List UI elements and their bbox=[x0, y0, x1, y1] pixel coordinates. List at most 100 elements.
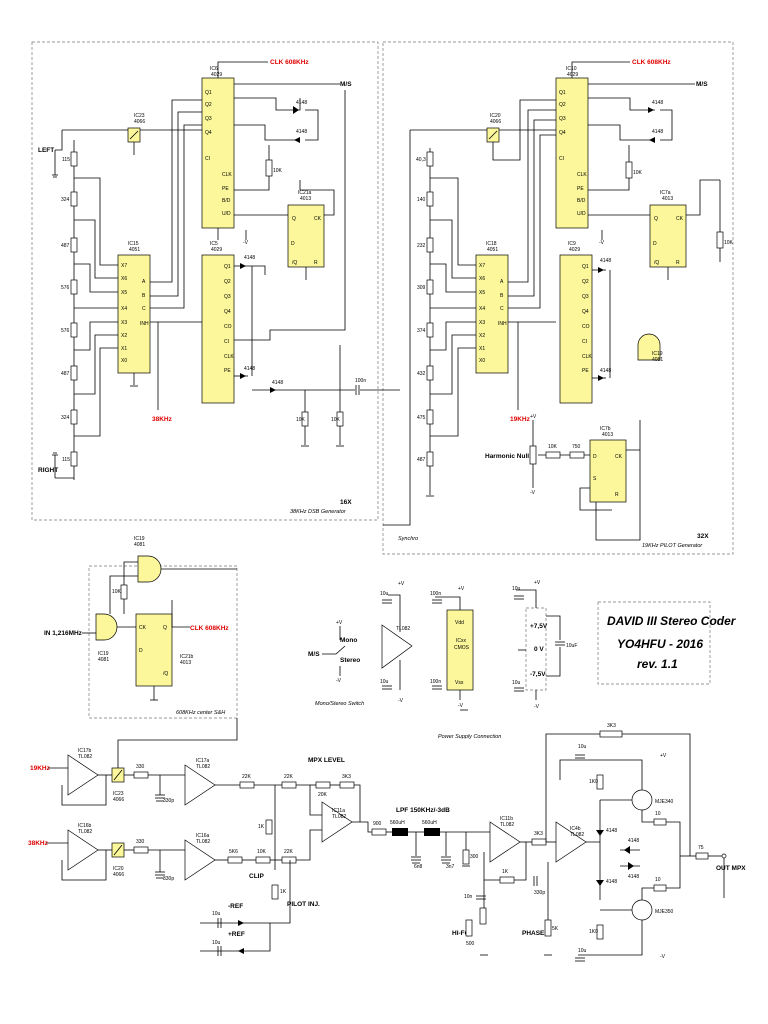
q-mje340 bbox=[631, 789, 653, 811]
svg-text:4029: 4029 bbox=[567, 72, 578, 78]
svg-text:4148: 4148 bbox=[272, 380, 283, 386]
svg-text:X4: X4 bbox=[121, 306, 127, 312]
svg-text:X3: X3 bbox=[479, 320, 485, 326]
pilot-subtitle: 19KHz PILOT Generator bbox=[642, 543, 703, 549]
plus-ref-label: +REF bbox=[228, 931, 245, 938]
grounds bbox=[130, 385, 552, 956]
svg-text:D: D bbox=[653, 241, 657, 247]
svg-text:X2: X2 bbox=[479, 333, 485, 339]
mono-stereo-label: Mono/Stereo Switch bbox=[315, 701, 364, 707]
ic6-pins: Q1 Q2 Q3 Q4 CI CLK PE B/D U/D bbox=[205, 90, 232, 217]
ladder-right: 40,3 140 232 309 374 432 475 487 bbox=[416, 148, 434, 495]
svg-text:X4: X4 bbox=[479, 306, 485, 312]
svg-text:487: 487 bbox=[417, 457, 426, 463]
svg-text:CI: CI bbox=[559, 156, 564, 162]
svg-text:X0: X0 bbox=[479, 358, 485, 364]
svg-text:560uH: 560uH bbox=[390, 820, 405, 826]
svg-text:4081: 4081 bbox=[652, 357, 663, 363]
lpf-label: LPF 150KHz/-3dB bbox=[396, 807, 450, 814]
ic11a-opamp bbox=[321, 801, 353, 843]
svg-text:100n: 100n bbox=[430, 591, 441, 597]
svg-text:487: 487 bbox=[61, 371, 70, 377]
ic16a-opamp bbox=[184, 839, 216, 881]
svg-text:10: 10 bbox=[655, 877, 661, 883]
ic21a-chip bbox=[287, 204, 325, 268]
ic18-pins: X7 X6 X5 X4 X3 X2 X1 X0 A B C INH bbox=[479, 263, 507, 364]
svg-text:+V: +V bbox=[398, 581, 405, 587]
svg-text:IC23: IC23 bbox=[134, 113, 145, 119]
pilot-title: 32X bbox=[697, 533, 709, 540]
svg-text:576: 576 bbox=[61, 328, 70, 334]
svg-text:-7,5V: -7,5V bbox=[530, 671, 546, 678]
ms-in-label: M/S bbox=[308, 651, 320, 658]
svg-text:IC20: IC20 bbox=[113, 866, 124, 872]
svg-text:22K: 22K bbox=[284, 849, 294, 855]
svg-text:CI: CI bbox=[224, 339, 229, 345]
svg-text:IC10: IC10 bbox=[566, 66, 577, 72]
svg-text:100n: 100n bbox=[430, 679, 441, 685]
ic7b-chip bbox=[589, 439, 627, 503]
dsb-subtitle: 38KHz DSB Generator bbox=[290, 509, 347, 515]
ic10-pins: Q1 Q2 Q3 Q4 CI CLK PE B/D U/D bbox=[559, 90, 587, 217]
svg-text:D: D bbox=[291, 241, 295, 247]
svg-text:324: 324 bbox=[61, 197, 70, 203]
svg-text:4148: 4148 bbox=[296, 100, 307, 106]
ic21b-pins: D CK Q /Q bbox=[139, 625, 168, 677]
synchro-label: Synchro bbox=[398, 536, 418, 542]
svg-text:IC17b: IC17b bbox=[78, 748, 92, 754]
ic17b-opamp bbox=[67, 754, 99, 796]
svg-text:R: R bbox=[615, 492, 619, 498]
svg-text:Q2: Q2 bbox=[205, 102, 212, 108]
svg-text:10u: 10u bbox=[512, 586, 521, 592]
svg-text:487: 487 bbox=[61, 243, 70, 249]
svg-text:10uF: 10uF bbox=[566, 643, 577, 649]
pilot-block-frame bbox=[382, 41, 734, 555]
svg-text:/Q: /Q bbox=[654, 260, 659, 266]
svg-text:Vdd: Vdd bbox=[455, 620, 464, 626]
svg-text:Q: Q bbox=[654, 216, 658, 222]
ic6-name: IC6 bbox=[210, 66, 218, 72]
svg-text:10K: 10K bbox=[296, 417, 306, 423]
clk-608-label-3: CLK 608KHz bbox=[190, 625, 229, 632]
svg-text:+V: +V bbox=[534, 580, 541, 586]
svg-text:4148: 4148 bbox=[606, 828, 617, 834]
svg-text:D: D bbox=[593, 454, 597, 460]
svg-text:330: 330 bbox=[136, 839, 145, 845]
svg-text:X2: X2 bbox=[121, 333, 127, 339]
svg-text:X6: X6 bbox=[121, 276, 127, 282]
svg-text:A: A bbox=[142, 279, 146, 285]
svg-text:4148: 4148 bbox=[652, 129, 663, 135]
svg-text:D: D bbox=[139, 648, 143, 654]
svg-text:CK: CK bbox=[676, 216, 684, 222]
title-box bbox=[597, 601, 711, 685]
title-line-3: rev. 1.1 bbox=[637, 657, 678, 671]
svg-text:ICxx: ICxx bbox=[456, 638, 467, 644]
minus-ref-label: -REF bbox=[228, 903, 243, 910]
svg-text:X5: X5 bbox=[121, 290, 127, 296]
stereo-label: Stereo bbox=[340, 657, 360, 664]
ic6-part: 4029 bbox=[211, 72, 222, 78]
svg-text:330p: 330p bbox=[163, 876, 174, 882]
svg-text:IC21a: IC21a bbox=[298, 190, 312, 196]
power-label: Power Supply Connection bbox=[438, 734, 501, 740]
svg-text:Q3: Q3 bbox=[224, 294, 231, 300]
svg-text:10K: 10K bbox=[548, 444, 558, 450]
svg-text:Q4: Q4 bbox=[205, 130, 212, 136]
svg-text:IC23: IC23 bbox=[113, 791, 124, 797]
svg-text:576: 576 bbox=[61, 285, 70, 291]
k19-label-1: 19KHz bbox=[510, 416, 531, 423]
clip-label: CLIP bbox=[249, 873, 264, 880]
in-1216-label: IN 1,216MHz bbox=[44, 630, 83, 637]
tl082-opamp bbox=[381, 624, 413, 669]
svg-text:Q: Q bbox=[292, 216, 296, 222]
ladder-left: 115 324 487 576 576 487 324 115 bbox=[61, 140, 78, 480]
svg-text:115: 115 bbox=[62, 457, 70, 463]
dsb-block-frame bbox=[31, 41, 379, 521]
svg-text:Q3: Q3 bbox=[582, 294, 589, 300]
ic7b-pins: D CK S R bbox=[593, 454, 623, 498]
svg-text:4148: 4148 bbox=[244, 255, 255, 261]
svg-text:324: 324 bbox=[61, 415, 70, 421]
svg-text:MJE350: MJE350 bbox=[655, 909, 674, 915]
ic10-chip bbox=[555, 77, 589, 229]
svg-text:1K0: 1K0 bbox=[589, 929, 598, 935]
